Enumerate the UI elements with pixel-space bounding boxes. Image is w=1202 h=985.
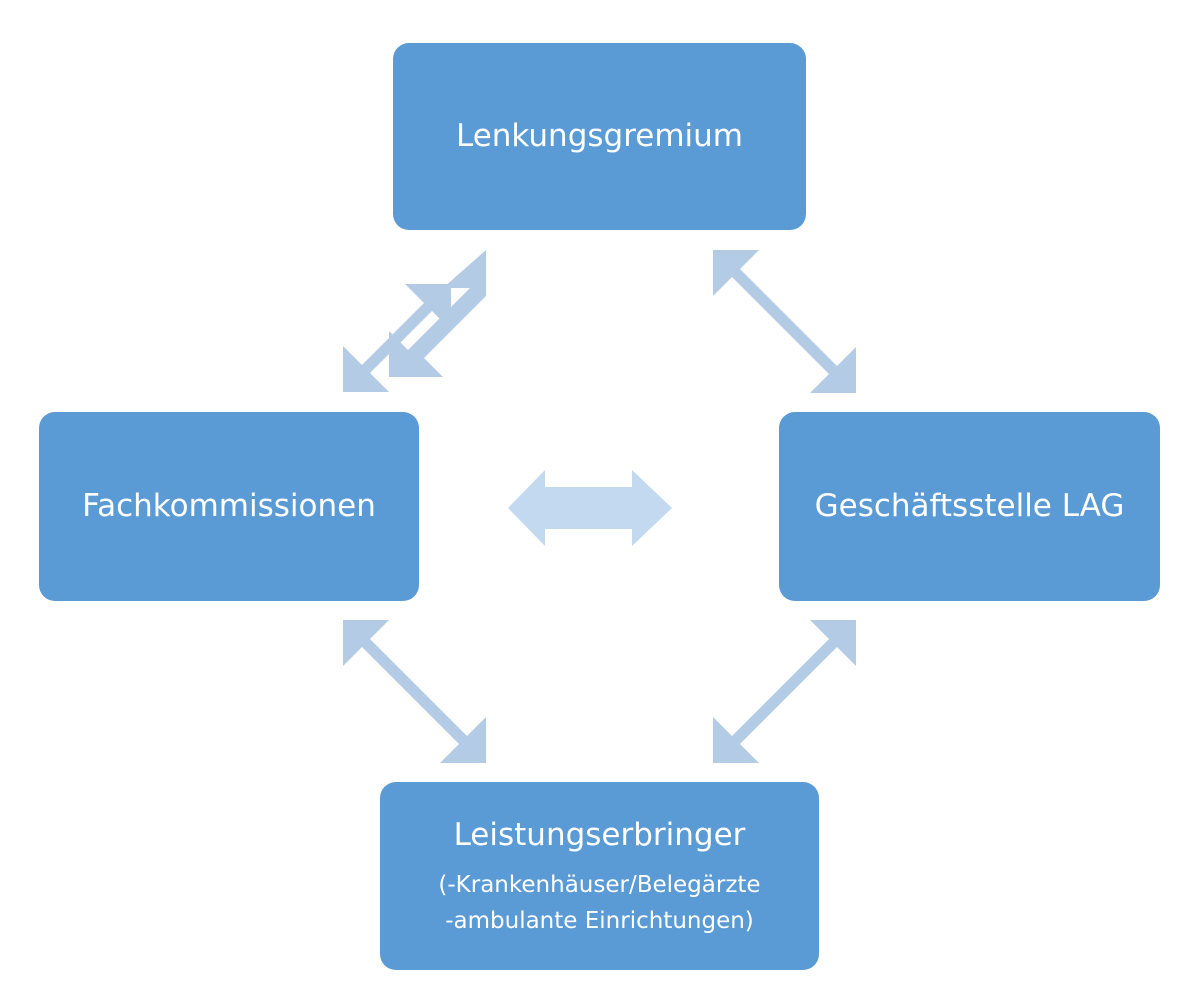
node-subtitle-line-1: (-Krankenhäuser/Belegärzte <box>438 871 761 898</box>
node-title: Lenkungsgremium <box>455 117 744 154</box>
double-arrow-top-left-tail <box>343 284 451 392</box>
node-geschaeftsstelle-lag: Geschäftsstelle LAG <box>779 412 1160 601</box>
double-arrow-top-right <box>713 250 856 393</box>
node-fachkommissionen: Fachkommissionen <box>39 412 419 601</box>
double-arrow-center <box>508 470 672 546</box>
node-leistungserbringer: Leistungserbringer (-Krankenhäuser/Beleg… <box>380 782 819 970</box>
node-title: Fachkommissionen <box>82 487 376 524</box>
node-subtitle-line-2: -ambulante Einrichtungen) <box>445 907 754 934</box>
double-arrow-bottom-left <box>343 620 486 763</box>
double-arrow-top-left <box>389 250 486 377</box>
node-lenkungsgremium: Lenkungsgremium <box>393 43 806 230</box>
double-arrow-bottom-right <box>713 620 856 763</box>
node-title: Leistungserbringer <box>453 816 746 853</box>
node-title: Geschäftsstelle LAG <box>814 487 1125 524</box>
